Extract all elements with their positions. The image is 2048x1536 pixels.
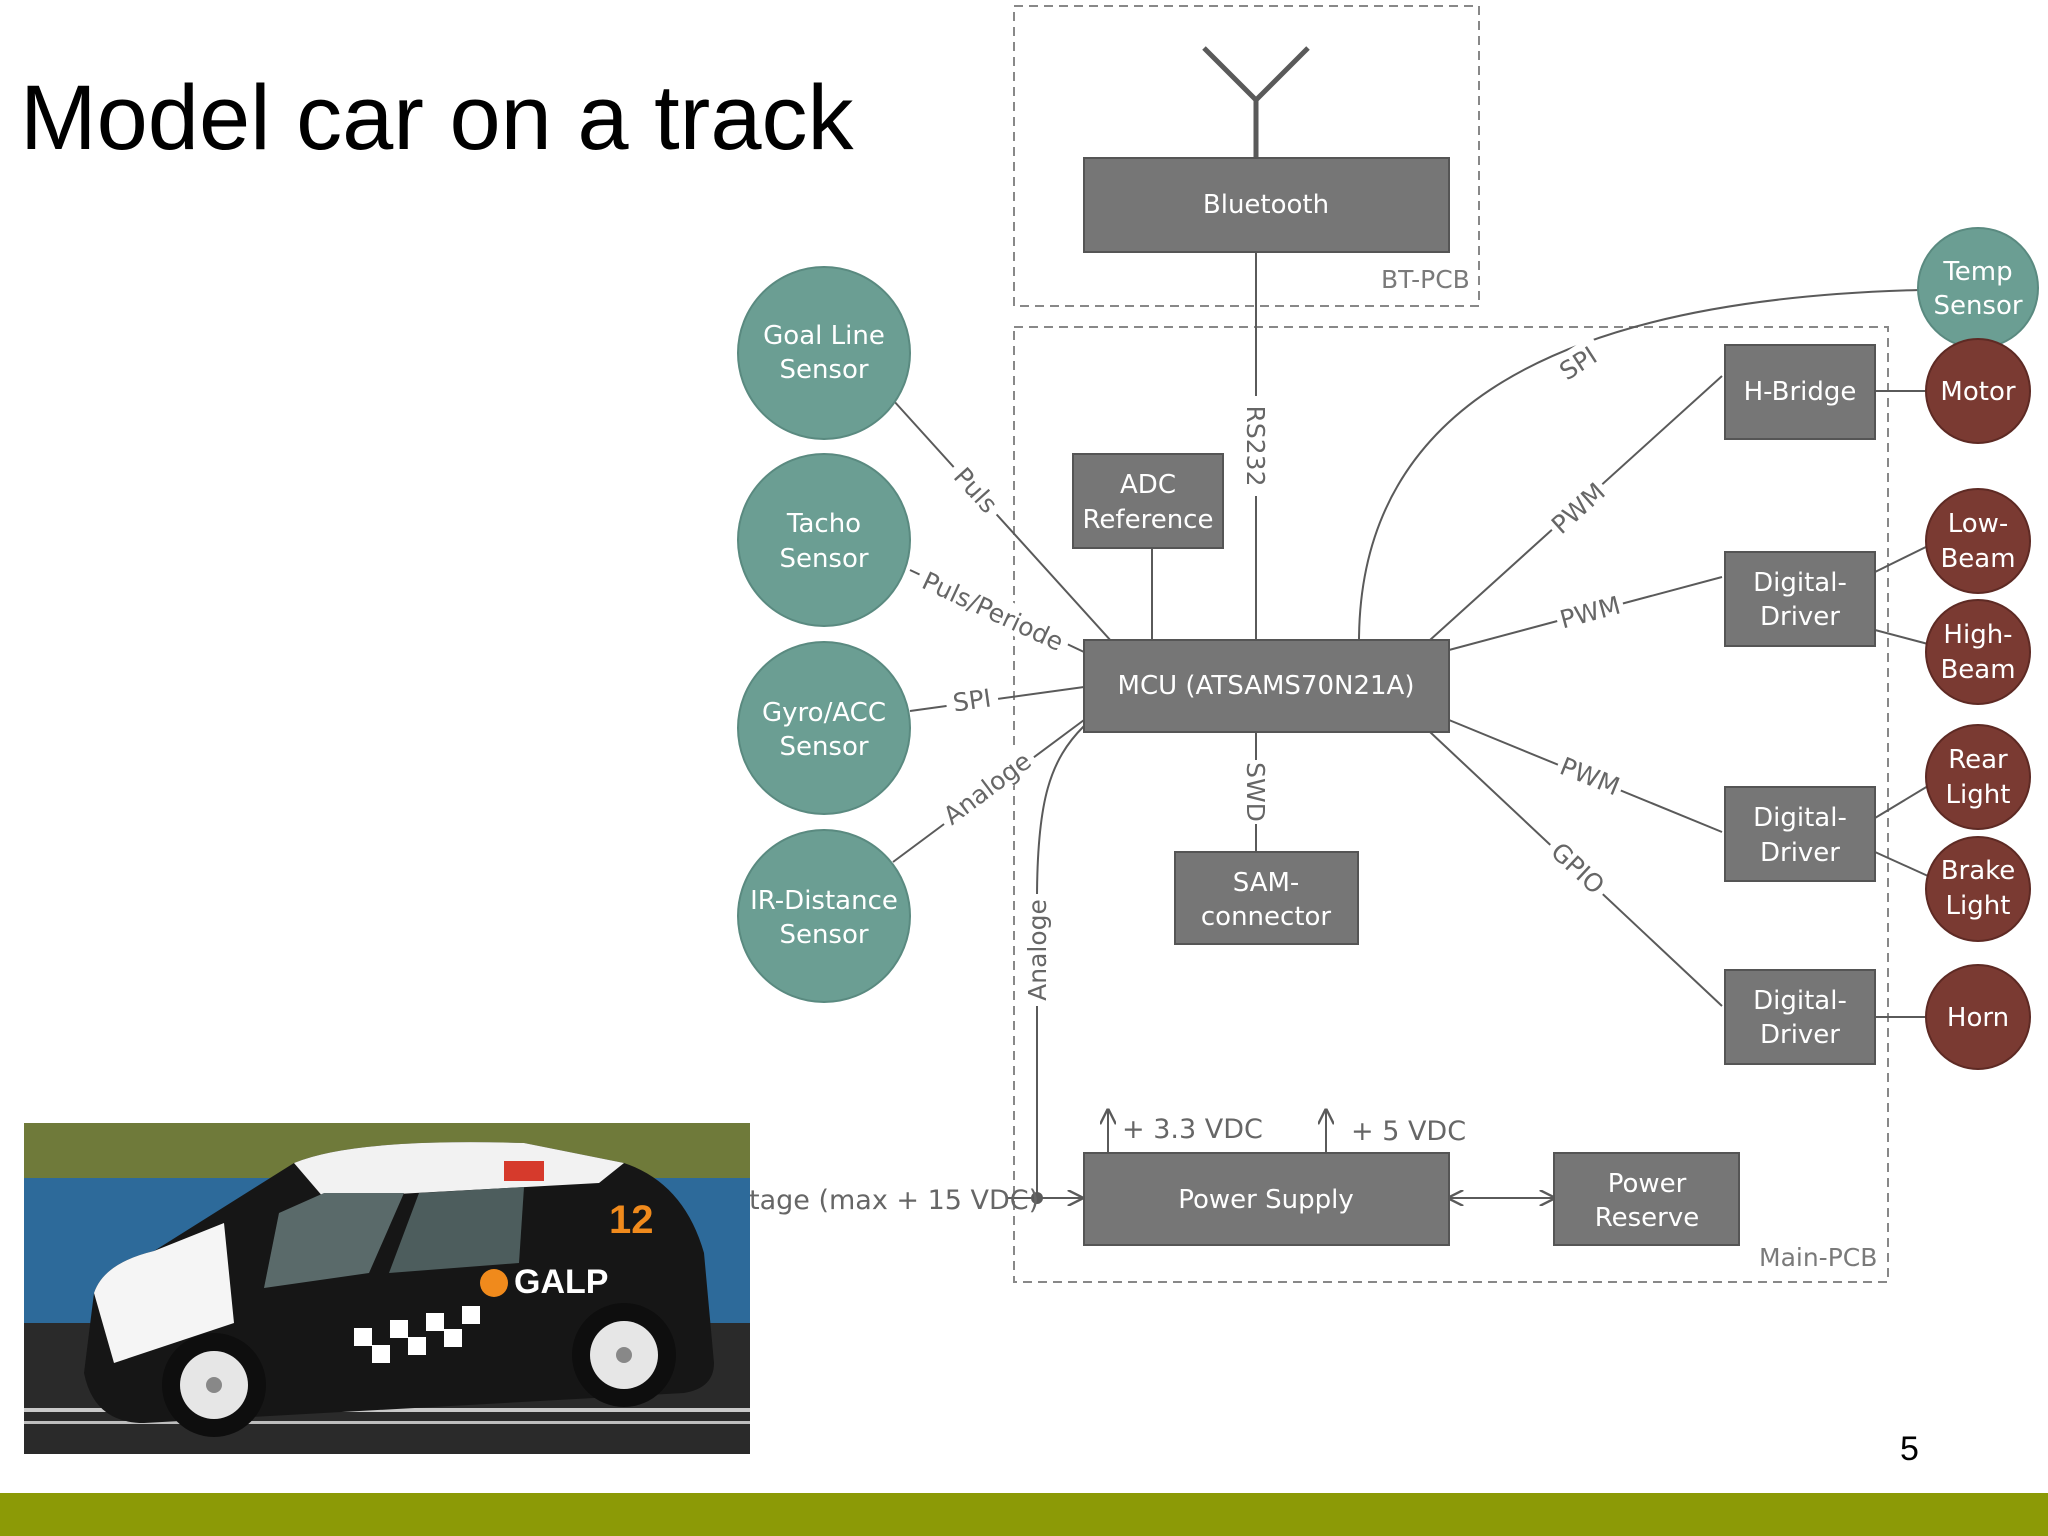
driver2-brake-line bbox=[1874, 851, 1929, 877]
pwm-driver2-label: PWM bbox=[1553, 748, 1628, 802]
bt-pcb-outline bbox=[1013, 5, 1480, 307]
svg-text:Reference: Reference bbox=[1083, 505, 1214, 535]
svg-text:Sensor: Sensor bbox=[779, 732, 868, 762]
svg-text:Bluetooth: Bluetooth bbox=[1203, 190, 1329, 220]
spi-temp-line bbox=[1358, 289, 1921, 641]
low-beam-actuator: Low- Beam bbox=[1925, 488, 2031, 594]
main-pcb-label: Main-PCB bbox=[1759, 1243, 1877, 1272]
ir-distance-sensor: IR-Distance Sensor bbox=[737, 829, 911, 1003]
hbridge-box: H-Bridge bbox=[1724, 344, 1876, 440]
gyro-acc-sensor: Gyro/ACC Sensor bbox=[737, 641, 911, 815]
temp-sensor: Temp Sensor bbox=[1917, 227, 2039, 349]
svg-text:Puls/Periode: Puls/Periode bbox=[918, 566, 1068, 657]
svg-text:Beam: Beam bbox=[1940, 655, 2015, 685]
brake-light-actuator: Brake Light bbox=[1925, 836, 2031, 942]
svg-text:Gyro/ACC: Gyro/ACC bbox=[762, 698, 886, 728]
svg-text:SAM-: SAM- bbox=[1233, 868, 1300, 898]
puls-periode-label: Puls/Periode bbox=[912, 561, 1075, 659]
svg-text:Motor: Motor bbox=[1940, 377, 2015, 407]
rear-light-actuator: Rear Light bbox=[1925, 724, 2031, 830]
bt-pcb-label: BT-PCB bbox=[1381, 265, 1470, 294]
svg-text:SPI: SPI bbox=[951, 683, 993, 717]
svg-text:Power Supply: Power Supply bbox=[1178, 1185, 1353, 1215]
svg-text:Tacho: Tacho bbox=[786, 509, 861, 539]
spi-temp-label: SPI bbox=[1547, 335, 1608, 389]
analoge-rail-line bbox=[1036, 725, 1085, 1198]
svg-text:Low-: Low- bbox=[1948, 509, 2009, 539]
svg-text:IR-Distance: IR-Distance bbox=[750, 886, 898, 916]
driver1-highbeam-line bbox=[1874, 629, 1929, 645]
driver2-rear-line bbox=[1874, 785, 1929, 819]
svg-text:Analoge: Analoge bbox=[1023, 899, 1052, 1001]
svg-text:MCU (ATSAMS70N21A): MCU (ATSAMS70N21A) bbox=[1118, 671, 1415, 701]
svg-text:Digital-: Digital- bbox=[1753, 568, 1847, 598]
svg-text:Goal Line: Goal Line bbox=[763, 321, 885, 351]
svg-text:Beam: Beam bbox=[1940, 544, 2015, 574]
puls-line bbox=[892, 399, 1113, 643]
svg-text:Light: Light bbox=[1946, 891, 2011, 921]
driver1-lowbeam-line bbox=[1874, 543, 1933, 573]
svg-text:Temp: Temp bbox=[1942, 257, 2012, 287]
svg-text:Power: Power bbox=[1608, 1169, 1687, 1199]
svg-text:Brake: Brake bbox=[1941, 856, 2016, 886]
power-reserve-box: Power Reserve bbox=[1553, 1152, 1740, 1246]
svg-text:RS232: RS232 bbox=[1241, 406, 1270, 487]
svg-text:High-: High- bbox=[1943, 620, 2012, 650]
car-body: GALP 12 bbox=[84, 1142, 714, 1437]
main-pcb-outline bbox=[1013, 326, 1889, 1283]
motor-actuator: Motor bbox=[1925, 338, 2031, 444]
slide-title: Model car on a track bbox=[20, 67, 854, 169]
car-brand-text: GALP bbox=[514, 1263, 608, 1301]
bluetooth-box: Bluetooth bbox=[1083, 157, 1450, 253]
vdc33-label: + 3.3 VDC bbox=[1122, 1114, 1263, 1145]
digital-driver-box-1: Digital- Driver bbox=[1724, 551, 1876, 647]
footer-bar bbox=[0, 1493, 2048, 1536]
swd-label: SWD bbox=[1241, 760, 1272, 824]
junction-dot bbox=[1031, 1192, 1043, 1204]
rs232-label: RS232 bbox=[1241, 396, 1272, 496]
svg-text:Horn: Horn bbox=[1947, 1003, 2009, 1033]
high-beam-actuator: High- Beam bbox=[1925, 599, 2031, 705]
svg-text:Sensor: Sensor bbox=[1933, 291, 2022, 321]
svg-text:H-Bridge: H-Bridge bbox=[1744, 377, 1857, 407]
vdc5-label: + 5 VDC bbox=[1351, 1116, 1466, 1147]
car-number: 12 bbox=[609, 1198, 654, 1242]
analoge-ir-label: Analoge bbox=[932, 741, 1041, 833]
svg-text:Driver: Driver bbox=[1760, 602, 1840, 632]
gpio-label: GPIO bbox=[1542, 831, 1616, 903]
svg-text:Sensor: Sensor bbox=[779, 355, 868, 385]
svg-text:Rear: Rear bbox=[1948, 745, 2008, 775]
svg-text:ADC: ADC bbox=[1120, 470, 1176, 500]
mcu-box: MCU (ATSAMS70N21A) bbox=[1083, 639, 1450, 733]
spi-gyro-label: SPI bbox=[944, 680, 1000, 718]
goal-line-sensor: Goal Line Sensor bbox=[737, 266, 911, 440]
svg-text:Reserve: Reserve bbox=[1595, 1203, 1700, 1233]
digital-driver-box-2: Digital- Driver bbox=[1724, 786, 1876, 882]
svg-text:Light: Light bbox=[1946, 780, 2011, 810]
power-supply-box: Power Supply bbox=[1083, 1152, 1450, 1246]
digital-driver-box-3: Digital- Driver bbox=[1724, 969, 1876, 1065]
analoge-rail-label: Analoge bbox=[1021, 894, 1052, 1006]
svg-text:Digital-: Digital- bbox=[1753, 986, 1847, 1016]
tacho-sensor: Tacho Sensor bbox=[737, 453, 911, 627]
svg-text:Driver: Driver bbox=[1760, 838, 1840, 868]
svg-text:Driver: Driver bbox=[1760, 1020, 1840, 1050]
adc-reference-box: ADC Reference bbox=[1072, 453, 1224, 549]
car-photo: GALP 12 bbox=[24, 1123, 750, 1454]
svg-text:connector: connector bbox=[1201, 902, 1332, 932]
svg-text:Analoge: Analoge bbox=[938, 746, 1037, 830]
svg-text:PWM: PWM bbox=[1557, 591, 1624, 635]
svg-text:Sensor: Sensor bbox=[779, 544, 868, 574]
antenna-icon bbox=[1202, 46, 1310, 158]
page-number: 5 bbox=[1900, 1430, 1919, 1468]
voltage-input-label: tage (max + 15 VDC) bbox=[749, 1185, 1039, 1216]
horn-actuator: Horn bbox=[1925, 964, 2031, 1070]
svg-text:SWD: SWD bbox=[1241, 762, 1270, 822]
svg-text:Digital-: Digital- bbox=[1753, 803, 1847, 833]
svg-text:Sensor: Sensor bbox=[779, 920, 868, 950]
pwm-driver1-label: PWM bbox=[1553, 587, 1627, 635]
sam-connector-box: SAM- connector bbox=[1174, 851, 1359, 945]
